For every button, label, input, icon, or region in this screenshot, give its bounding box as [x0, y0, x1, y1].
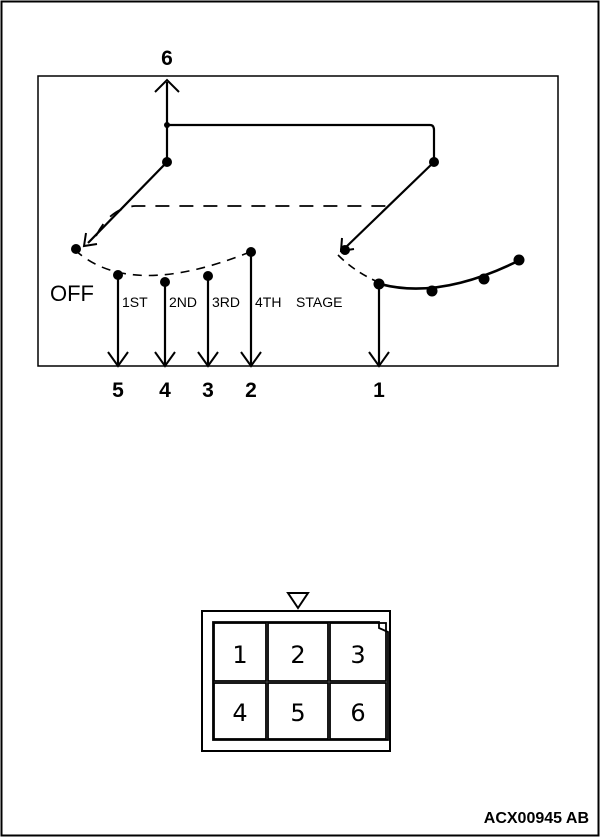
contact-dot	[246, 247, 256, 257]
connector-outer-shell	[201, 610, 391, 752]
stage-label-2nd: 2ND	[169, 294, 197, 310]
cavity-number-1: 1	[232, 641, 247, 669]
terminal-label-2: 2	[245, 379, 257, 402]
terminal-label-4: 4	[159, 379, 171, 402]
terminal-label-top: 6	[161, 47, 173, 70]
connector-cavity	[329, 622, 387, 682]
connector-cavity	[329, 682, 387, 740]
switch-housing	[37, 75, 559, 367]
contact-dot	[426, 285, 438, 297]
cavity-number-3: 3	[350, 641, 365, 669]
terminal-label-1: 1	[373, 379, 385, 402]
stage-label-3rd: 3RD	[212, 294, 240, 310]
connector-cavity	[267, 682, 329, 740]
cavity-number-6: 6	[350, 699, 365, 727]
contact-dot	[160, 277, 170, 287]
terminal-label-5: 5	[112, 379, 124, 402]
stage-label-4th: 4TH	[255, 294, 281, 310]
connector-cavity	[213, 682, 267, 740]
terminal-label-3: 3	[202, 379, 214, 402]
cavity-number-5: 5	[290, 699, 305, 727]
contact-dot	[478, 273, 490, 285]
contact-dot	[429, 157, 439, 167]
switch-wiring	[74, 78, 521, 368]
connector-cavity	[267, 622, 329, 682]
connector-cavity	[213, 622, 267, 682]
arrow-down-icon	[197, 351, 219, 368]
connector-inner-shell	[212, 621, 389, 741]
contact-dot	[203, 271, 213, 281]
connector-lock-tab-icon	[286, 592, 310, 610]
arrow-up-icon	[154, 78, 180, 93]
contact-dot	[373, 278, 385, 290]
contact-points	[71, 122, 525, 297]
arrow-down-icon	[240, 351, 262, 368]
connector	[201, 592, 391, 752]
contact-dot	[340, 245, 350, 255]
stage-label-stage: STAGE	[296, 294, 342, 310]
stage-label-1st: 1ST	[122, 294, 148, 310]
contact-dot	[113, 270, 123, 280]
arrow-down-icon	[107, 351, 129, 368]
cavity-number-4: 4	[232, 699, 247, 727]
arrow-down-icon	[154, 351, 176, 368]
cavity-number-2: 2	[290, 641, 305, 669]
off-label: OFF	[50, 281, 94, 306]
arrow-left-icon	[82, 232, 98, 248]
contact-dot	[71, 244, 81, 254]
figure-code: ACX00945 AB	[484, 810, 589, 827]
contact-dot	[164, 122, 170, 128]
contact-dot	[513, 254, 525, 266]
arrow-down-icon	[368, 351, 390, 368]
contact-dot	[162, 157, 172, 167]
connector-cavity-numbers: 1 2 3 4 5 6	[232, 641, 365, 727]
